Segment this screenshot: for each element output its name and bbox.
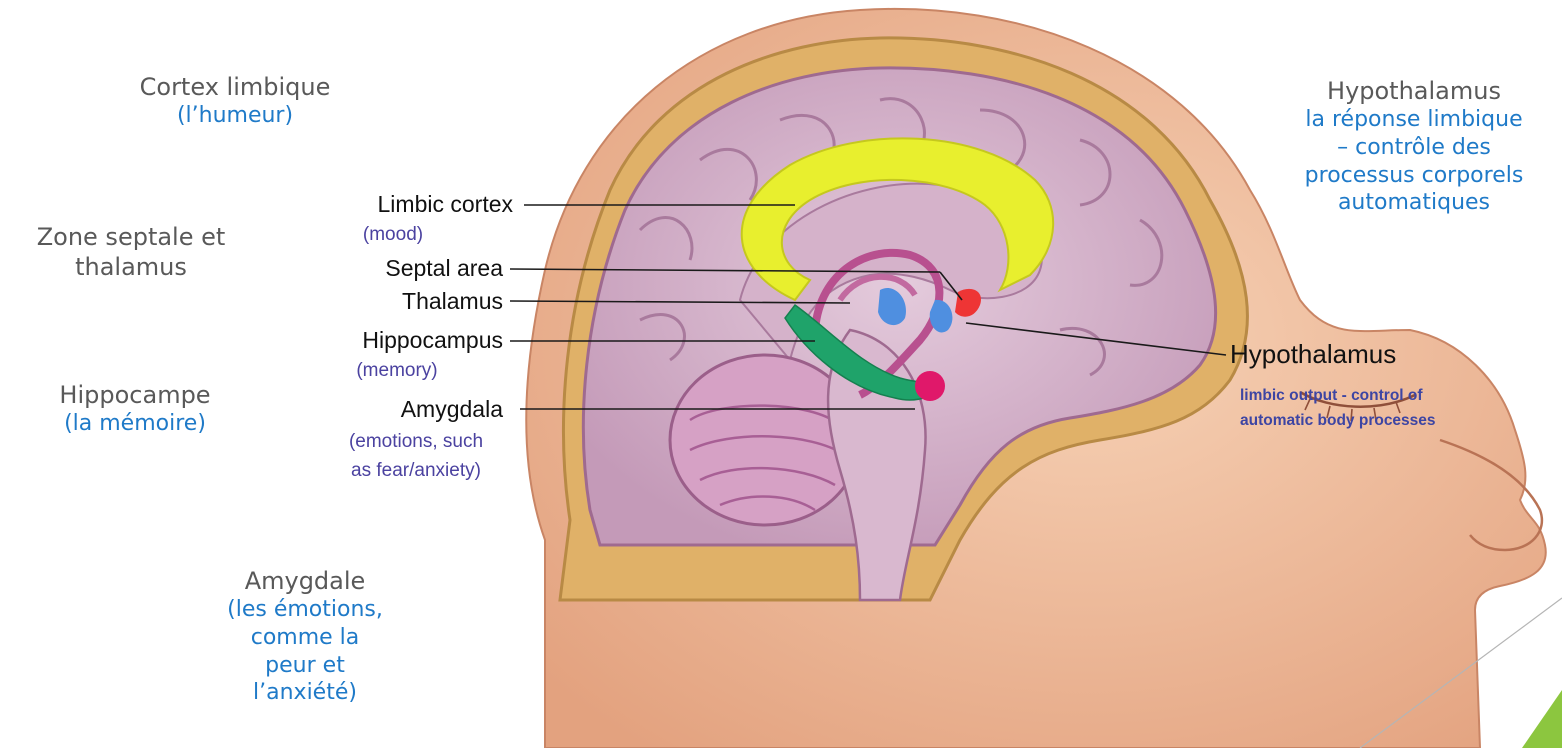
figure-note-limbic-cortex: (mood) — [363, 224, 423, 245]
figure-label-limbic-cortex: Limbic cortex — [378, 191, 514, 217]
figure-note-hippocampus: (memory) — [356, 360, 437, 381]
figure-note-amygdala: as fear/anxiety) — [351, 460, 481, 481]
figure-note-hypothalamus: automatic body processes — [1240, 412, 1436, 429]
figure-label-hippocampus: Hippocampus — [362, 327, 503, 353]
figure-label-septal-area: Septal area — [385, 255, 503, 281]
amygdala-region — [915, 371, 945, 401]
corner-accent-triangle — [1522, 690, 1562, 748]
figure-label-amygdala: Amygdala — [401, 396, 503, 422]
figure-note-hypothalamus: limbic output - control of — [1240, 387, 1423, 404]
figure-note-amygdala: (emotions, such — [349, 431, 483, 452]
figure-label-thalamus: Thalamus — [402, 288, 503, 314]
figure-label-hypothalamus: Hypothalamus — [1230, 339, 1396, 369]
